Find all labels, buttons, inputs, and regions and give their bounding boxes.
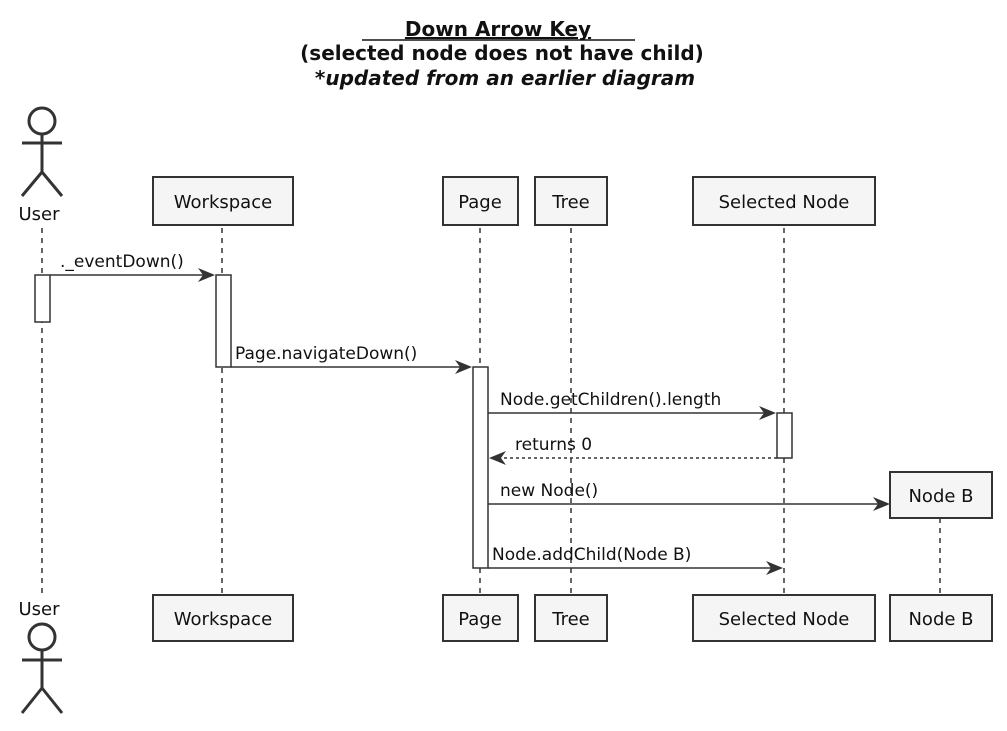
participant-node-b-label: Node B xyxy=(908,609,973,630)
participant-user-bottom: User xyxy=(18,599,60,620)
message-get-children: Node.getChildren().length xyxy=(488,390,776,420)
message-event-down: ._eventDown() xyxy=(50,252,215,282)
user-actor-icon-top xyxy=(20,106,64,197)
diagram-note: *updated from an earlier diagram xyxy=(315,66,695,90)
participant-tree-bottom: Tree xyxy=(534,594,608,642)
user-actor-icon-bottom xyxy=(20,622,64,714)
diagram-title: Down Arrow Key xyxy=(405,17,591,41)
message-returns-label: returns 0 xyxy=(515,435,592,455)
participant-page-top: Page xyxy=(442,176,519,226)
message-navigate-down-label: Page.navigateDown() xyxy=(235,344,417,364)
message-new-node-label: new Node() xyxy=(500,481,598,501)
participant-page-bottom: Page xyxy=(442,594,519,642)
activation-user xyxy=(34,274,51,323)
activation-page xyxy=(472,366,489,569)
participant-page-label: Page xyxy=(458,609,502,630)
participant-node-b-created: Node B xyxy=(889,471,993,519)
participant-selected-node-top: Selected Node xyxy=(692,176,876,226)
activation-selected-node xyxy=(776,412,793,459)
participant-selected-node-bottom: Selected Node xyxy=(692,594,876,642)
diagram-subtitle: (selected node does not have child) xyxy=(300,41,704,65)
message-new-node: new Node() xyxy=(488,481,890,511)
message-get-children-label: Node.getChildren().length xyxy=(500,390,721,410)
message-event-down-label: ._eventDown() xyxy=(60,252,184,272)
message-returns: returns 0 xyxy=(489,435,777,465)
participant-node-b-bottom: Node B xyxy=(889,594,993,642)
message-add-child: Node.addChild(Node B) xyxy=(488,545,783,575)
participant-selected-node-label: Selected Node xyxy=(719,609,850,630)
message-add-child-label: Node.addChild(Node B) xyxy=(492,545,691,565)
activation-workspace xyxy=(215,274,232,368)
participant-workspace-top: Workspace xyxy=(152,176,294,226)
participant-workspace-label: Workspace xyxy=(174,609,272,630)
participant-node-b-label: Node B xyxy=(908,486,973,507)
participant-page-label: Page xyxy=(458,192,502,213)
participant-workspace-bottom: Workspace xyxy=(152,594,294,642)
participant-tree-label: Tree xyxy=(551,609,590,630)
message-navigate-down: Page.navigateDown() xyxy=(231,344,472,374)
participant-workspace-label: Workspace xyxy=(174,192,272,213)
participant-tree-top: Tree xyxy=(534,176,608,226)
participant-user-top: User xyxy=(18,204,60,225)
participant-selected-node-label: Selected Node xyxy=(719,192,850,213)
participant-tree-label: Tree xyxy=(551,192,590,213)
